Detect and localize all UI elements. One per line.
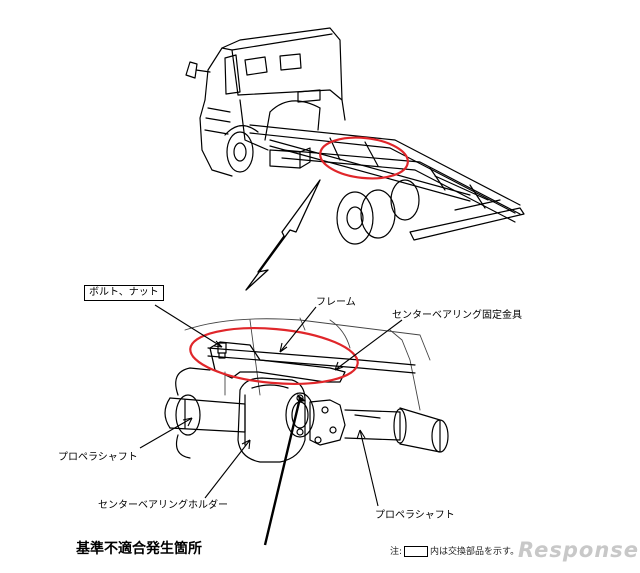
legend-note-prefix: 注: <box>390 547 403 557</box>
legend-box-swatch <box>404 546 429 557</box>
propeller-shaft-left-label: プロペラシャフト <box>58 452 138 463</box>
center-bearing-holder-label: センターベアリングホルダー <box>98 500 228 511</box>
legend-note: 注: 内は交換部品を示す。 <box>390 546 519 558</box>
leader-lines <box>139 304 403 507</box>
detail-illustration <box>164 317 449 463</box>
bolt-nut-label: ボルト、ナット <box>84 285 164 301</box>
propeller-shaft-right-label: プロペラシャフト <box>375 510 455 521</box>
zoom-arrow <box>245 179 321 291</box>
detail-highlight-ellipse <box>189 327 359 385</box>
defect-location-label: 基準不適合発生箇所 <box>76 541 202 557</box>
legend-note-suffix: 内は交換部品を示す。 <box>430 547 520 557</box>
highlight-rings <box>189 136 409 385</box>
defect-pointer <box>263 394 306 546</box>
truck-highlight-ellipse <box>319 136 409 180</box>
truck-illustration <box>185 27 525 245</box>
watermark-logo: Response. <box>518 538 640 562</box>
frame-label: フレーム <box>316 297 356 308</box>
center-bearing-bracket-label: センターベアリング固定金具 <box>392 310 522 321</box>
